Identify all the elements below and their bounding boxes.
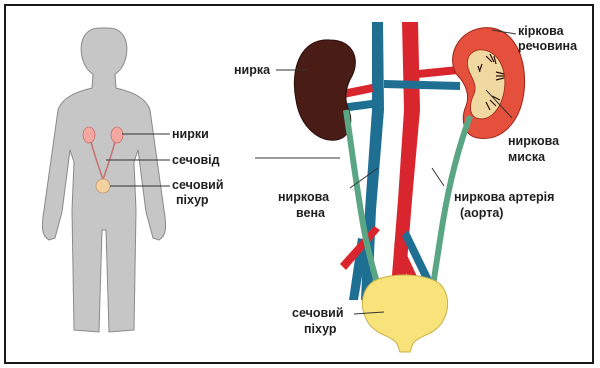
urinary-bladder [362, 275, 447, 352]
renal-vein-right [384, 80, 460, 90]
label-kidney: нирка [234, 63, 270, 77]
label-artery-1: ниркова артерія [454, 190, 554, 204]
renal-artery-right [418, 66, 458, 78]
label-pelvis-2: миска [508, 150, 545, 164]
label-vein-2: вена [296, 206, 325, 220]
body-bladder [96, 179, 110, 193]
ureter-right [432, 116, 470, 292]
urinary-system-detail [276, 22, 525, 352]
label-body-bladder-1: сечовий [172, 178, 224, 192]
label-artery-2: (аорта) [460, 206, 503, 220]
label-cortex-2: речовина [518, 39, 577, 53]
label-bladder-1: сечовий [292, 306, 344, 320]
body-kidney-right [111, 127, 123, 143]
label-body-kidneys: нирки [172, 127, 209, 141]
body-kidney-left [83, 127, 95, 143]
label-vein-1: ниркова [278, 190, 329, 204]
label-bladder-2: піхур [304, 322, 337, 336]
label-pelvis-1: ниркова [508, 134, 559, 148]
label-cortex-1: кіркова [518, 24, 564, 38]
label-body-bladder-2: піхур [176, 193, 209, 207]
leader-artery [432, 168, 444, 186]
label-body-ureter: сечовід [172, 153, 220, 167]
